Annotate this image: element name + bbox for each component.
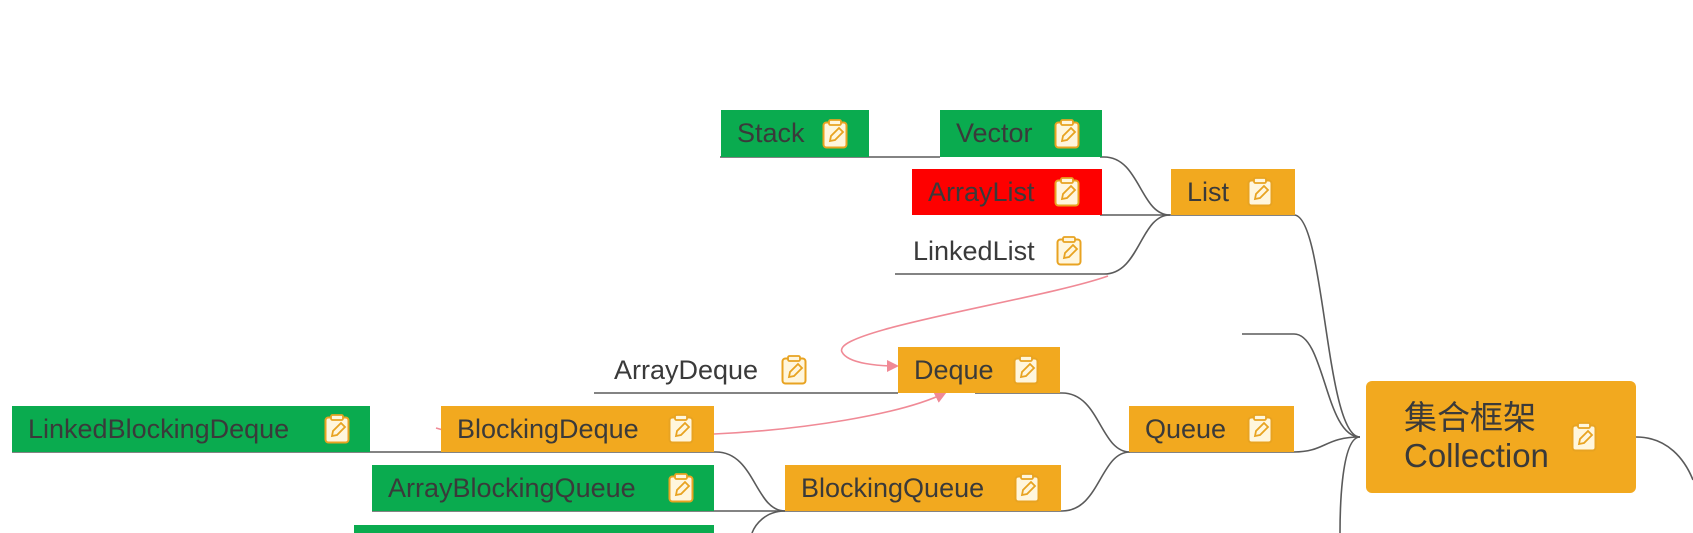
node-arrayblockingqueue[interactable]: ArrayBlockingQueue — [372, 465, 714, 511]
note-edit-icon[interactable] — [1571, 422, 1597, 452]
node-linkedblockingdeque[interactable]: LinkedBlockingDeque — [12, 406, 370, 452]
node-queue[interactable]: Queue — [1129, 406, 1294, 452]
note-edit-icon[interactable] — [1247, 414, 1273, 444]
node-blockingqueue[interactable]: BlockingQueue — [785, 465, 1061, 511]
link-blockingqueue — [785, 451, 1131, 512]
node-label: Deque — [914, 354, 994, 385]
node-cutoff-bottom[interactable] — [354, 525, 714, 533]
node-label: LinkedList — [913, 235, 1035, 266]
relation-blockingdeque-deque — [713, 391, 947, 435]
node-label: Stack — [737, 118, 805, 148]
node-linkedlist[interactable]: LinkedList — [897, 228, 1103, 274]
note-edit-icon[interactable] — [781, 355, 807, 385]
note-edit-icon[interactable] — [1054, 118, 1080, 149]
link-blockingdeque-bq — [440, 451, 786, 512]
node-deque[interactable]: Deque — [898, 347, 1060, 393]
link-deque — [975, 392, 1131, 453]
root-title-english: Collection — [1404, 437, 1549, 474]
note-edit-icon[interactable] — [668, 473, 694, 503]
link-lower-cut — [751, 510, 786, 533]
note-edit-icon[interactable] — [1013, 355, 1039, 385]
note-edit-icon[interactable] — [324, 414, 350, 444]
node-label: List — [1187, 176, 1230, 207]
node-label: Vector — [956, 118, 1033, 148]
relation-linkedlist-deque — [841, 275, 1109, 372]
node-label: Queue — [1145, 413, 1227, 444]
node-arraylist[interactable]: ArrayList — [912, 169, 1102, 215]
note-edit-icon[interactable] — [1056, 236, 1082, 266]
node-arraydeque[interactable]: ArrayDeque — [598, 347, 828, 393]
note-edit-icon[interactable] — [1247, 177, 1273, 207]
link-vector — [1100, 156, 1171, 216]
node-stack[interactable]: Stack — [721, 110, 869, 157]
root-title-chinese: 集合框架 — [1404, 399, 1536, 436]
note-edit-icon[interactable] — [668, 414, 694, 444]
note-edit-icon[interactable] — [822, 118, 848, 149]
node-vector[interactable]: Vector — [940, 110, 1102, 157]
node-label: ArrayList — [928, 176, 1035, 207]
branch-empty — [1242, 333, 1361, 438]
node-blockingdeque[interactable]: BlockingDeque — [441, 406, 714, 452]
node-list[interactable]: List — [1171, 169, 1295, 215]
link-linkedlist — [895, 214, 1171, 275]
node-label: BlockingDeque — [457, 413, 639, 444]
note-edit-icon[interactable] — [1054, 177, 1080, 207]
node-label: ArrayDeque — [614, 354, 759, 385]
branch-queue — [1130, 436, 1361, 453]
branch-down — [1339, 436, 1361, 533]
node-label: ArrayBlockingQueue — [388, 472, 636, 503]
branch-list — [1170, 214, 1361, 438]
node-label: LinkedBlockingDeque — [28, 413, 290, 444]
branch-right — [1635, 436, 1693, 481]
node-label: BlockingQueue — [801, 472, 985, 503]
root-node-collection[interactable]: 集合框架 Collection — [1366, 381, 1636, 493]
note-edit-icon[interactable] — [1014, 473, 1040, 503]
